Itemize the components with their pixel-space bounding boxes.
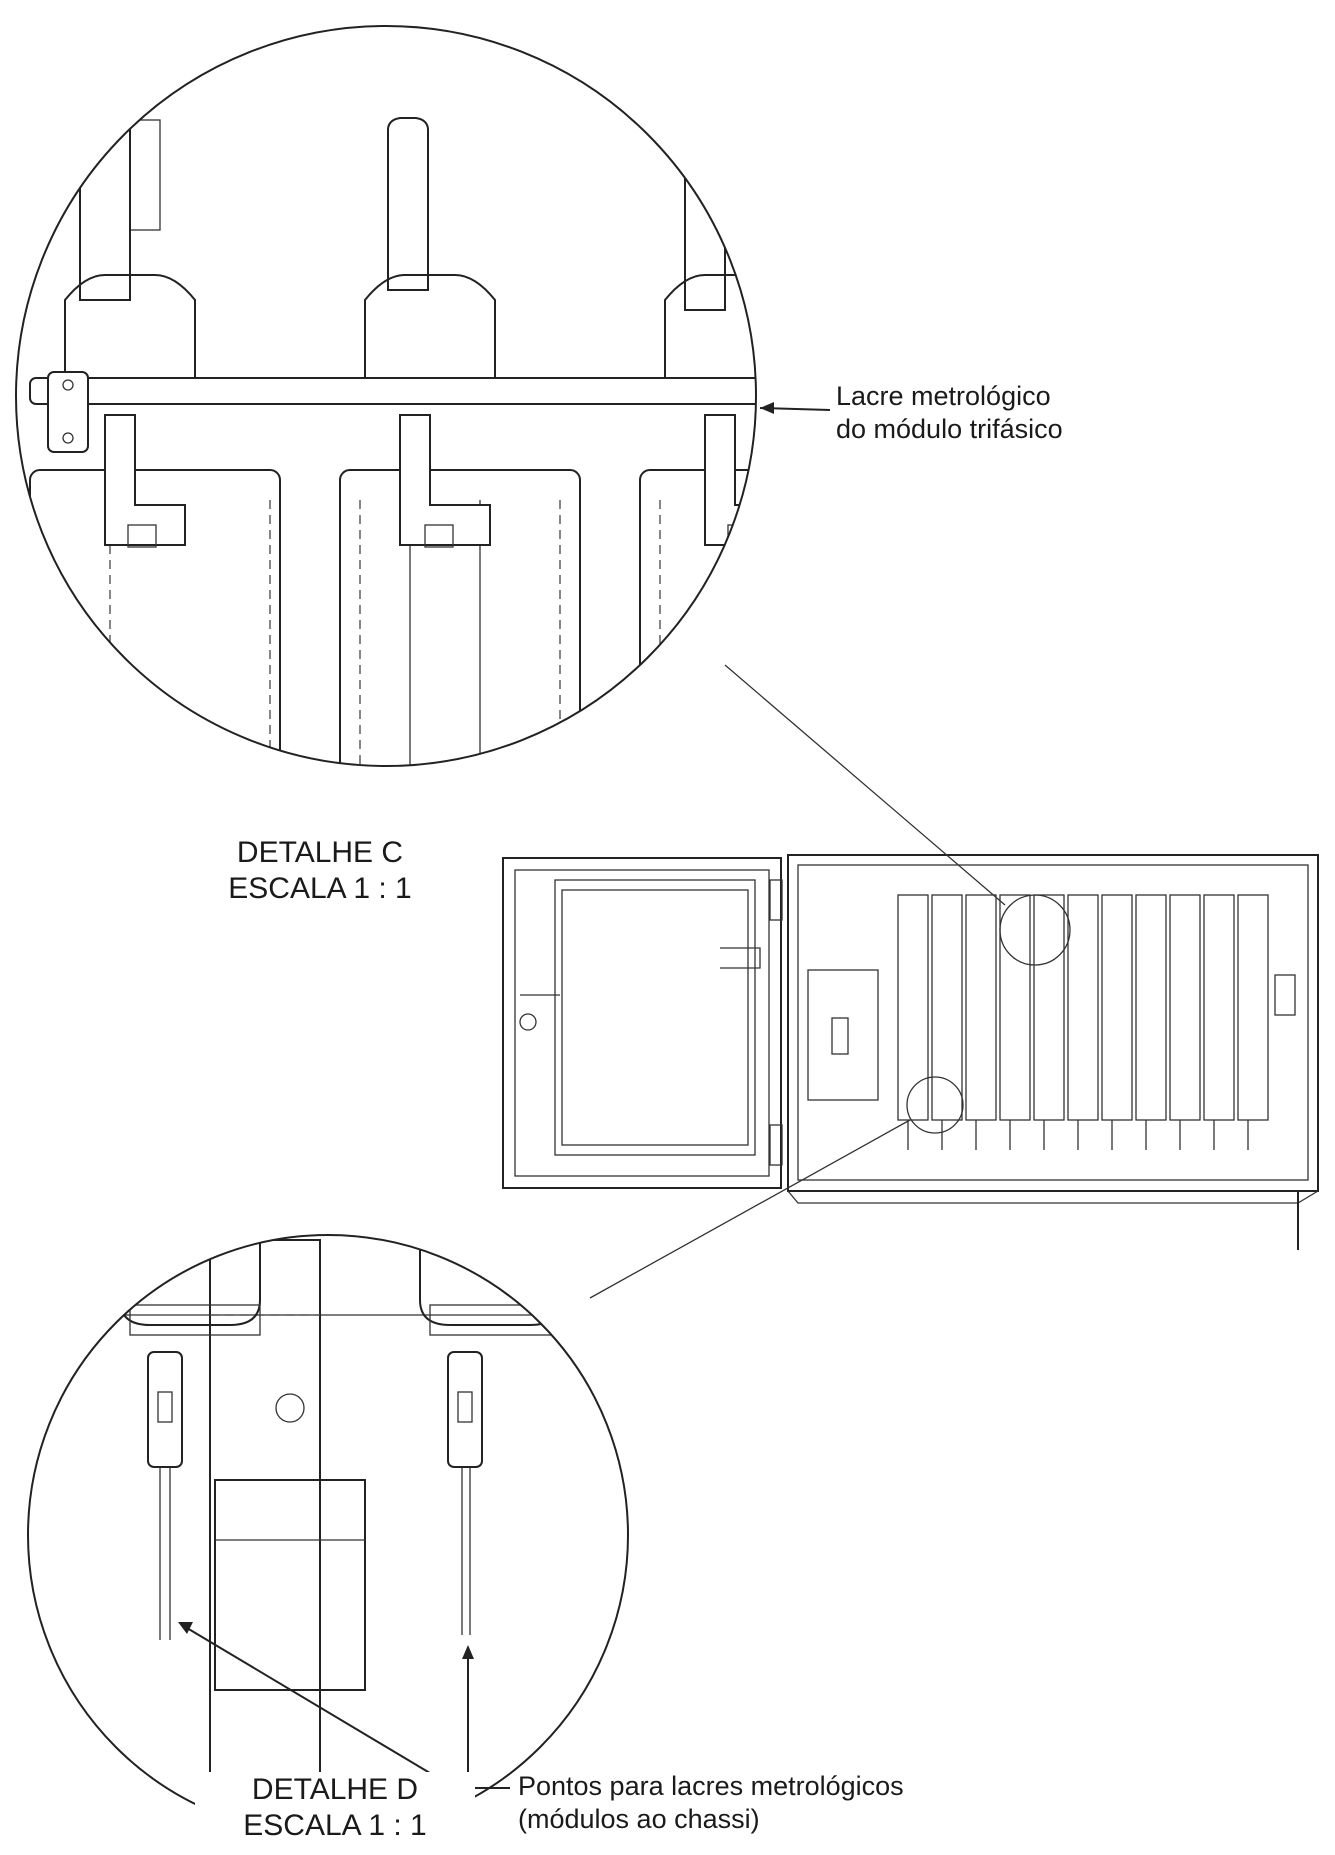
detail-c-view	[15, 25, 757, 767]
detail-c-callout-line1: Lacre metrológico	[836, 381, 1051, 411]
detail-c-callout-line2: do módulo trifásico	[836, 414, 1063, 444]
detail-d-view	[27, 1234, 629, 1836]
detail-c-circle	[15, 25, 757, 767]
detail-d-callout: Pontos para lacres metrológicos (módulos…	[518, 1770, 904, 1836]
cabinet-view	[502, 854, 1319, 1250]
detail-c-arrowhead	[760, 402, 774, 414]
detail-c-connector	[724, 664, 1006, 906]
detail-c-title: DETALHE C	[236, 836, 404, 869]
detail-c-caption: DETALHE C ESCALA 1 : 1	[175, 835, 465, 907]
detail-d-title: DETALHE D	[251, 1773, 419, 1806]
detail-c-callout: Lacre metrológico do módulo trifásico	[836, 380, 1063, 446]
detail-c-scale: ESCALA 1 : 1	[228, 872, 412, 905]
detail-d-callout-line2: (módulos ao chassi)	[518, 1804, 760, 1834]
detail-c-marker	[999, 894, 1071, 966]
detail-d-scale: ESCALA 1 : 1	[243, 1809, 427, 1842]
detail-d-connector	[589, 1119, 911, 1299]
detail-d-caption: DETALHE D ESCALA 1 : 1	[195, 1772, 475, 1844]
detail-d-callout-line1: Pontos para lacres metrológicos	[518, 1771, 904, 1801]
detail-d-leaders	[178, 1622, 510, 1789]
detail-d-marker	[906, 1076, 964, 1134]
